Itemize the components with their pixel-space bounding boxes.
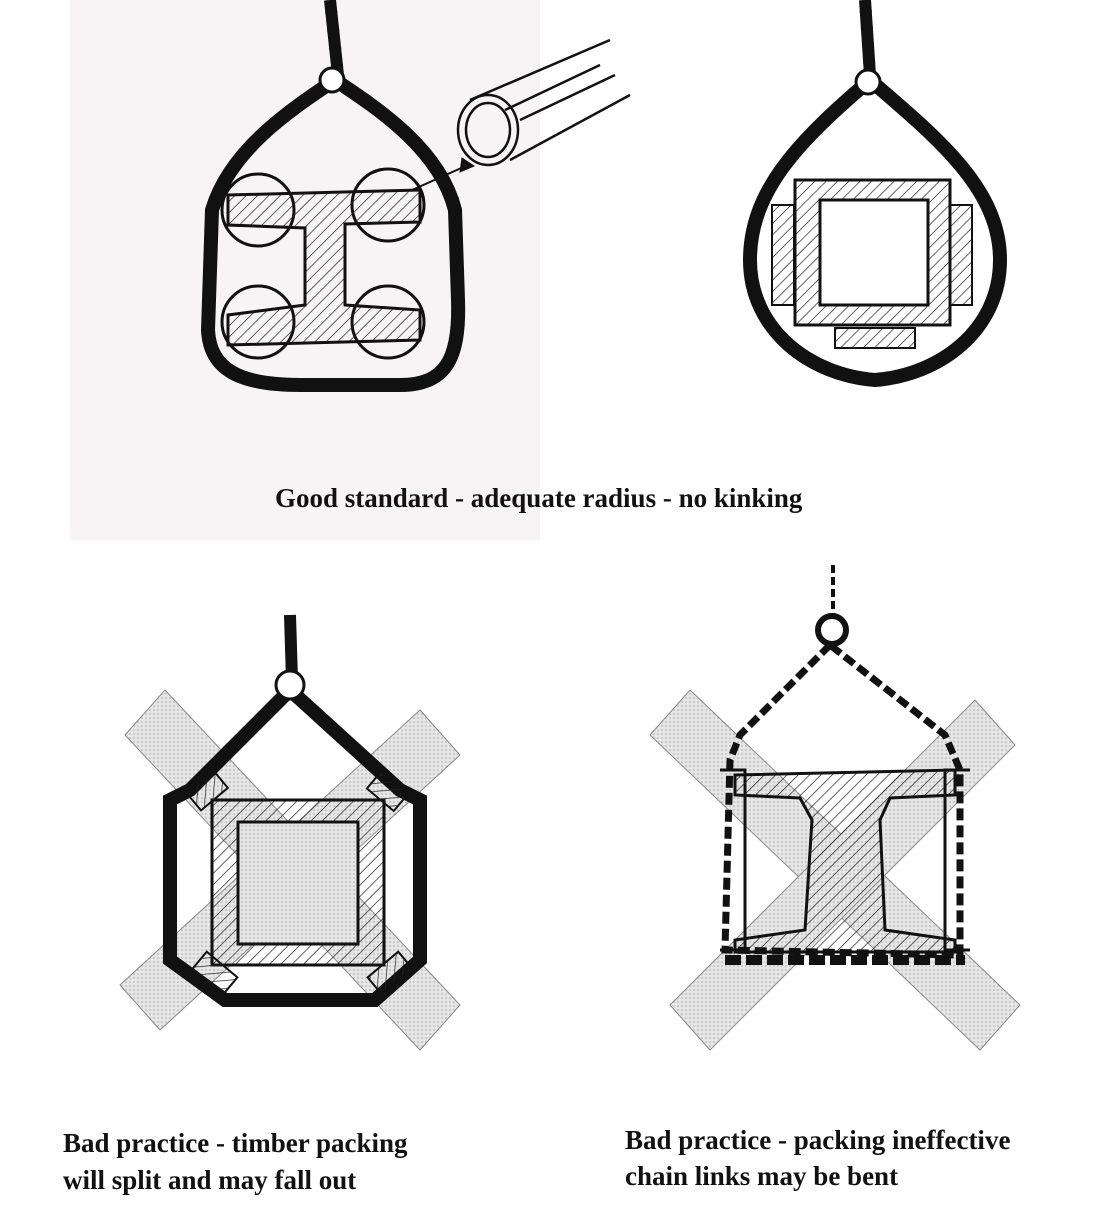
bad-chain-sling	[649, 565, 1021, 1051]
caption-good-standard: Good standard - adequate radius - no kin…	[275, 483, 803, 513]
caption-bad-chain-line1: Bad practice - packing ineffective	[625, 1125, 1011, 1155]
caption-bad-timber-line2: will split and may fall out	[63, 1165, 357, 1195]
caption-bad-chain-line2: chain links may be bent	[625, 1161, 899, 1191]
bad-timber-sling	[119, 614, 461, 1051]
pipe-detail	[456, 38, 631, 167]
caption-bad-timber-line1: Bad practice - timber packing	[63, 1128, 408, 1158]
good-box-sling	[742, 0, 1008, 388]
good-ibeam-sling	[200, 0, 476, 392]
